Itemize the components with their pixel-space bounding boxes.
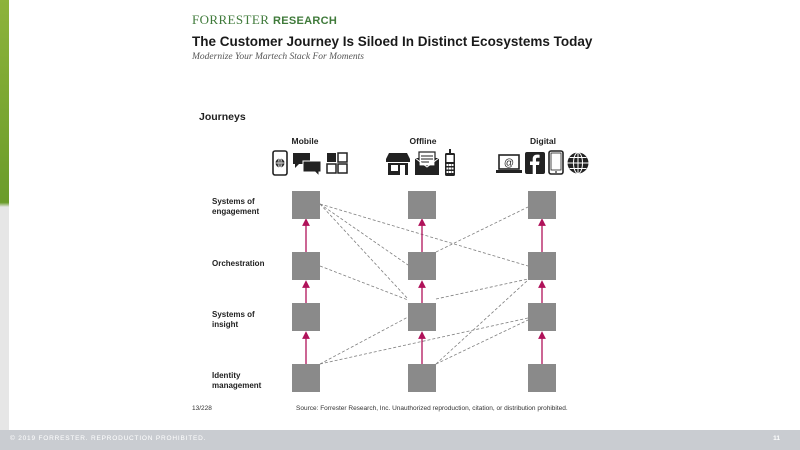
row-label-line1: Identity xyxy=(212,371,241,380)
diagram-heading: Journeys xyxy=(199,111,246,123)
page-number: 13/228 xyxy=(192,405,212,412)
chat-bubbles-icon xyxy=(293,153,322,176)
offline-orchestration-box xyxy=(408,252,436,280)
tablet-icon xyxy=(548,150,564,175)
dashed-connector xyxy=(319,203,529,267)
facebook-icon xyxy=(525,152,545,174)
globe-icon xyxy=(567,152,589,174)
slide-title: The Customer Journey Is Siloed In Distin… xyxy=(192,34,593,49)
offline-insight-box xyxy=(408,303,436,331)
feature-phone-icon xyxy=(445,149,455,176)
dashed-connector xyxy=(319,203,409,266)
slide-subtitle: Modernize Your Martech Stack For Moments xyxy=(192,52,364,62)
upward-arrows xyxy=(302,218,546,364)
dashed-connector xyxy=(435,278,529,300)
logo-research: RESEARCH xyxy=(272,15,338,27)
smartphone-globe-icon xyxy=(272,150,288,176)
side-accent-bar xyxy=(0,0,9,450)
mobile-orchestration-box xyxy=(292,252,320,280)
digital-identity-box xyxy=(528,364,556,392)
laptop-email-icon: @ xyxy=(496,154,522,173)
mail-envelope-icon xyxy=(414,151,440,175)
slide-number: 11 xyxy=(773,435,780,442)
app-grid-icon xyxy=(326,152,348,174)
forrester-logo: Forrester RESEARCH xyxy=(192,12,337,28)
row-label-line2: engagement xyxy=(212,207,260,216)
dashed-connector xyxy=(319,203,409,300)
dashed-connector xyxy=(435,206,529,253)
row-label-orchestration: Orchestration xyxy=(212,259,292,269)
row-label-line1: Systems of xyxy=(212,310,255,319)
column-label-digital: Digital xyxy=(530,136,556,146)
column-label-mobile: Mobile xyxy=(291,136,319,146)
mobile-insight-box xyxy=(292,303,320,331)
digital-orchestration-box xyxy=(528,252,556,280)
footer-bar: © 2019 FORRESTER. REPRODUCTION PROHIBITE… xyxy=(0,430,800,450)
source-note: Source: Forrester Research, Inc. Unautho… xyxy=(296,405,568,412)
offline-identity-box xyxy=(408,364,436,392)
mobile-engagement-box xyxy=(292,191,320,219)
digital-insight-box xyxy=(528,303,556,331)
row-label-line1: Orchestration xyxy=(212,259,265,268)
logo-text: Forrester xyxy=(192,12,270,27)
offline-engagement-box xyxy=(408,191,436,219)
dashed-connector xyxy=(319,317,529,365)
dashed-connector xyxy=(435,319,529,365)
digital-engagement-box xyxy=(528,191,556,219)
svg-text:@: @ xyxy=(504,158,514,169)
row-label-line2: management xyxy=(212,381,262,390)
dashed-connector xyxy=(435,279,529,365)
mobile-identity-box xyxy=(292,364,320,392)
dashed-connector xyxy=(319,316,409,365)
row-label-line2: insight xyxy=(212,320,239,329)
row-label-line1: Systems of xyxy=(212,197,255,206)
copyright-text: © 2019 FORRESTER. REPRODUCTION PROHIBITE… xyxy=(10,435,207,442)
dashed-connector xyxy=(319,265,409,301)
column-label-offline: Offline xyxy=(409,136,437,146)
dashed-connectors xyxy=(319,203,529,365)
storefront-icon xyxy=(386,153,410,175)
